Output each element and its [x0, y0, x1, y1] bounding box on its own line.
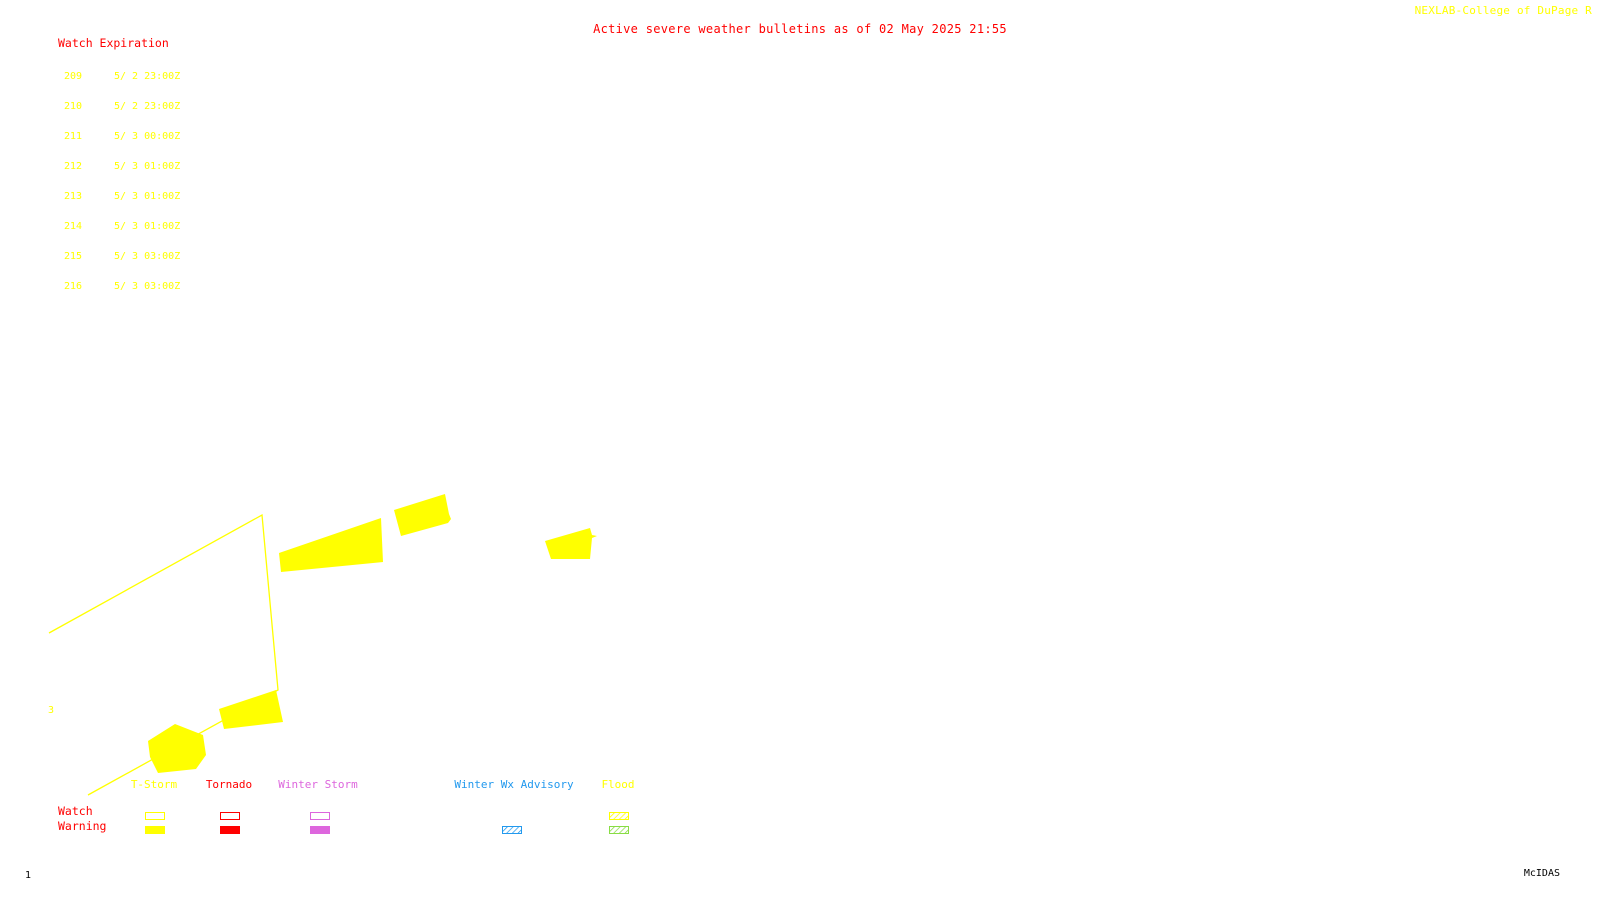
watch-expiration-header: Watch Expiration: [58, 36, 169, 50]
legend-winter-wx-advisory-swatch: [502, 826, 522, 834]
watch-row: 209 5/ 2 23:00Z: [64, 72, 180, 82]
watch-row: 213 5/ 3 01:00Z: [64, 192, 180, 202]
page-title: Active severe weather bulletins as of 02…: [593, 22, 1007, 36]
watch-row: 210 5/ 2 23:00Z: [64, 102, 180, 112]
watch-number: 211: [64, 131, 83, 142]
watch-number: 214: [64, 221, 83, 232]
watch-expiry: 5/ 3 01:00Z: [114, 221, 181, 232]
watch-number: 216: [64, 281, 83, 292]
watch-expiry: 5/ 2 23:00Z: [114, 101, 181, 112]
watch-number: 213: [64, 191, 83, 202]
watch-number: 212: [64, 161, 83, 172]
legend-winter-wx-advisory-label: Winter Wx Advisory: [454, 778, 574, 791]
watch-row: 216 5/ 3 03:00Z: [64, 282, 180, 292]
watch-expiry: 5/ 3 03:00Z: [114, 251, 181, 262]
watch-expiry: 5/ 3 01:00Z: [114, 161, 181, 172]
tstorm-warning-polygon: [148, 724, 206, 773]
legend-winter-storm-watch-swatch: [310, 812, 330, 820]
watch-expiry: 5/ 3 00:00Z: [114, 131, 181, 142]
watch-number: 209: [64, 71, 83, 82]
watch-expiry: 5/ 3 03:00Z: [114, 281, 181, 292]
map-edge-label: 3: [48, 705, 55, 716]
legend-tornado-watch-swatch: [220, 812, 240, 820]
legend-flood-warning-swatch: [609, 826, 629, 834]
watch-row: 212 5/ 3 01:00Z: [64, 162, 180, 172]
legend-watch-label: Watch: [58, 804, 93, 818]
watch-row: 215 5/ 3 03:00Z: [64, 252, 180, 262]
watch-expiry: 5/ 2 23:00Z: [114, 71, 181, 82]
watch-expiration-list: 209 5/ 2 23:00Z 210 5/ 2 23:00Z 211 5/ 3 00…: [64, 52, 180, 302]
watch-number: 210: [64, 101, 83, 112]
tstorm-warning-polygon: [219, 690, 283, 729]
legend-flood-watch-swatch: [609, 812, 629, 820]
software-label: McIDAS: [1523, 868, 1560, 879]
tstorm-warning-polygon: [545, 528, 597, 559]
legend-tstorm-label: T-Storm: [130, 778, 178, 791]
legend-warning-label: Warning: [58, 819, 107, 833]
legend-winter-storm-label: Winter Storm: [278, 778, 358, 791]
legend-tornado-warning-swatch: [220, 826, 240, 834]
legend-flood-label: Flood: [601, 778, 635, 791]
watch-row: 211 5/ 3 00:00Z: [64, 132, 180, 142]
watch-expiry: 5/ 3 01:00Z: [114, 191, 181, 202]
legend-tstorm-warning-swatch: [145, 826, 165, 834]
watch-number: 215: [64, 251, 83, 262]
frame-number: 1: [25, 870, 32, 881]
legend-tornado-label: Tornado: [205, 778, 253, 791]
source-credit: NEXLAB-College of DuPage R: [1414, 4, 1592, 17]
legend-tstorm-watch-swatch: [145, 812, 165, 820]
tstorm-warning-polygon: [279, 518, 383, 572]
legend-winter-storm-warning-swatch: [310, 826, 330, 834]
watch-row: 214 5/ 3 01:00Z: [64, 222, 180, 232]
tstorm-warning-polygon: [394, 494, 451, 536]
